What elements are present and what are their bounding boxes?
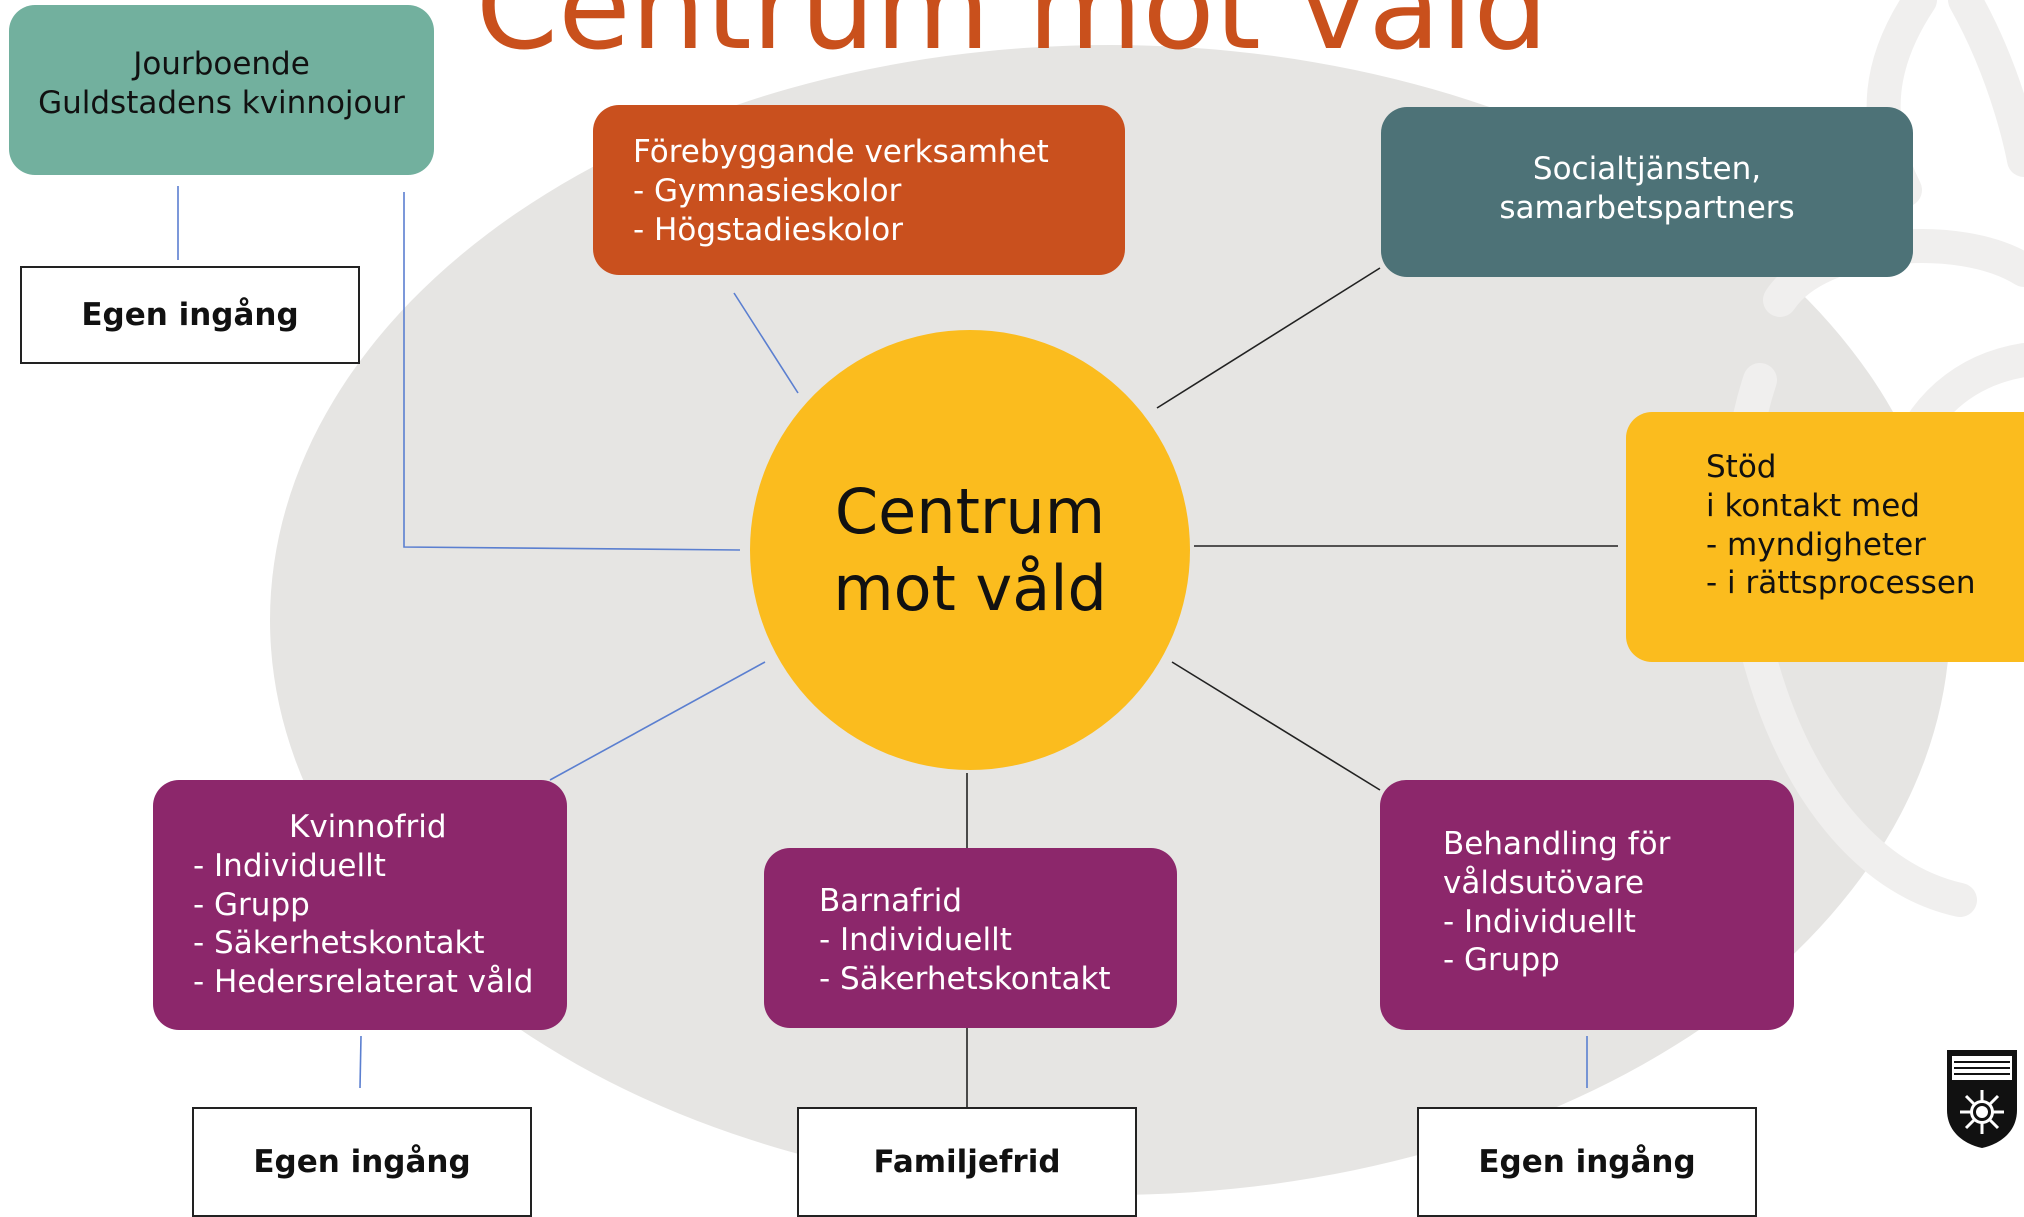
connector-lines: [177, 186, 1618, 1107]
diagram-title: Centrum mot våld: [475, 0, 1549, 76]
center-line: mot våld: [833, 552, 1107, 625]
node-jourboende-line: Guldstadens kvinnojour: [38, 84, 405, 121]
label-familjefrid: Familjefrid: [797, 1107, 1137, 1217]
node-kvinnofrid: Kvinnofrid - Individuellt - Grupp - Säke…: [153, 780, 567, 1030]
connector-jourboende-center: [403, 192, 741, 551]
node-barnafrid-line: - Säkerhetskontakt: [819, 960, 1111, 997]
node-stod-line: Stöd: [1706, 449, 1777, 485]
node-kvinnofrid-line: - Säkerhetskontakt: [193, 925, 485, 962]
node-stod-line: i kontakt med: [1706, 487, 1920, 524]
node-forebyggande-line: Förebyggande verksamhet: [633, 134, 1049, 170]
center-line: Centrum: [834, 474, 1106, 548]
node-kvinnofrid-line: Kvinnofrid: [289, 809, 447, 845]
node-jourboende: Jourboende Guldstadens kvinnojour: [9, 5, 434, 175]
node-kvinnofrid-line: - Hedersrelaterat våld: [193, 964, 534, 1000]
connector-forebyggande: [733, 292, 799, 394]
node-stod-line: - i rättsprocessen: [1706, 565, 1976, 602]
center-circle: Centrum mot våld: [750, 330, 1190, 770]
node-behandling-line: - Individuellt: [1443, 903, 1636, 940]
label-egen-ingang-bottom-left: Egen ingång: [192, 1107, 532, 1217]
node-stod-line: - myndigheter: [1706, 526, 1926, 563]
node-behandling: Behandling för våldsutövare - Individuel…: [1380, 780, 1794, 1030]
label-egen-ingang-top-left: Egen ingång: [20, 266, 360, 364]
node-jourboende-line: Jourboende: [133, 46, 310, 82]
connector-kvinnofrid: [549, 661, 766, 781]
node-kvinnofrid-line: - Grupp: [193, 886, 310, 923]
node-behandling-line: - Grupp: [1443, 942, 1560, 979]
node-barnafrid-line: Barnafrid: [819, 883, 963, 919]
node-forebyggande: Förebyggande verksamhet - Gymnasieskolor…: [593, 105, 1125, 275]
label-egen-ingang-bottom-right: Egen ingång: [1417, 1107, 1757, 1217]
connector-kvinnofrid-label: [359, 1035, 362, 1089]
node-forebyggande-line: - Högstadieskolor: [633, 211, 903, 248]
node-barnafrid-line: - Individuellt: [819, 921, 1012, 958]
connector-socialtjansten: [1156, 267, 1381, 409]
connector-behandling: [1171, 661, 1381, 791]
node-behandling-line: Behandling för: [1443, 826, 1671, 862]
node-socialtjansten: Socialtjänsten, samarbetspartners: [1381, 107, 1913, 277]
node-kvinnofrid-line: - Individuellt: [193, 847, 386, 884]
node-barnafrid: Barnafrid - Individuellt - Säkerhetskont…: [764, 848, 1177, 1028]
node-forebyggande-line: - Gymnasieskolor: [633, 172, 902, 209]
crest-logo-icon: [1947, 1050, 2017, 1148]
node-socialtjansten-line: Socialtjänsten,: [1532, 151, 1762, 187]
node-stod: Stöd i kontakt med - myndigheter - i rät…: [1626, 412, 2024, 662]
node-socialtjansten-line: samarbetspartners: [1499, 189, 1795, 226]
node-behandling-line: våldsutövare: [1443, 864, 1645, 901]
